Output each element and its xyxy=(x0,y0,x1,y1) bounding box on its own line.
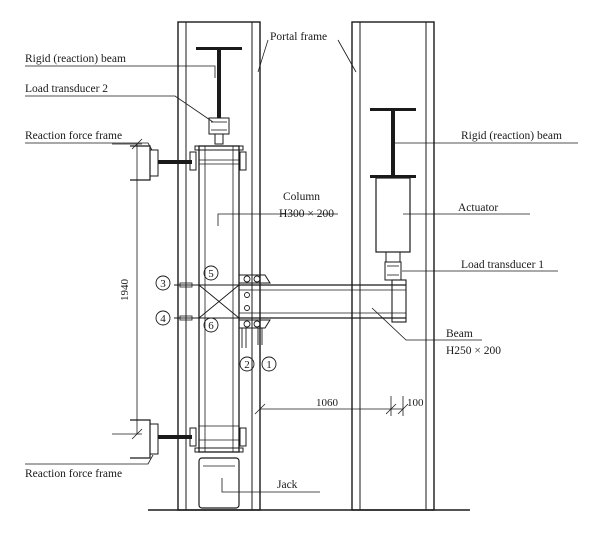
column xyxy=(194,145,244,453)
label-reaction-frame-bottom: Reaction force frame xyxy=(25,468,122,480)
beam xyxy=(239,279,407,323)
label-actuator: Actuator xyxy=(458,202,498,214)
label-jack: Jack xyxy=(277,479,298,491)
gauge-5: 5 xyxy=(208,268,214,280)
dimension-height xyxy=(112,138,143,440)
label-portal-frame: Portal frame xyxy=(270,31,327,43)
dim-1940: 1940 xyxy=(119,279,131,302)
beam-connection xyxy=(238,274,271,348)
label-reaction-frame-top: Reaction force frame xyxy=(25,130,122,142)
label-rigid-beam-right: Rigid (reaction) beam xyxy=(461,130,562,142)
reaction-frame-top xyxy=(130,145,247,181)
dim-1060: 1060 xyxy=(316,397,339,409)
label-beam-section: H250 × 200 xyxy=(446,345,501,357)
rigid-beam-right xyxy=(370,108,416,178)
label-load-transducer-1: Load transducer 1 xyxy=(461,259,544,271)
jack xyxy=(198,457,240,509)
gauge-1: 1 xyxy=(266,359,272,371)
label-rigid-beam-left: Rigid (reaction) beam xyxy=(25,53,126,65)
gauge-6: 6 xyxy=(208,320,214,332)
gauge-2: 2 xyxy=(244,359,250,371)
dim-100: 100 xyxy=(407,397,424,409)
load-transducer-1 xyxy=(384,261,402,281)
label-beam: Beam xyxy=(446,328,473,340)
label-load-transducer-2: Load transducer 2 xyxy=(25,83,108,95)
portal-frame-right xyxy=(351,21,435,511)
gauge-markers xyxy=(155,265,277,372)
label-column: Column xyxy=(283,191,320,203)
reaction-frame-bottom xyxy=(130,419,247,459)
leader-lines xyxy=(25,39,578,493)
actuator xyxy=(375,177,411,263)
gauge-3: 3 xyxy=(160,278,166,290)
rigid-beam-left xyxy=(196,47,242,118)
load-transducer-2 xyxy=(208,117,230,145)
gauge-4: 4 xyxy=(160,313,166,325)
dimension-span xyxy=(254,360,409,416)
label-column-section: H300 × 200 xyxy=(279,208,334,220)
gauge-rods xyxy=(174,282,199,321)
